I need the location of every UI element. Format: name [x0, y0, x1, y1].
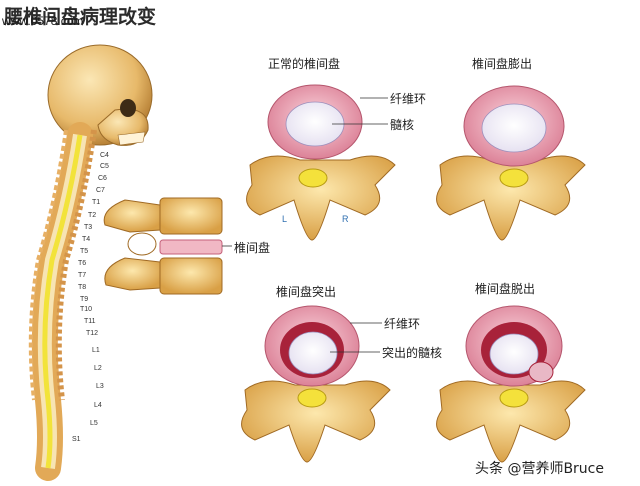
caption-normal: 正常的椎间盘: [268, 57, 341, 71]
watermark: www.0578.com: [2, 14, 84, 28]
vertebra-label: L4: [94, 402, 102, 409]
vertebra-label: C7: [96, 187, 105, 194]
side-right-marker: R: [342, 214, 349, 224]
panel-protrusion-drawing: [241, 305, 391, 463]
label-protruding-nucleus: 突出的髓核: [382, 346, 443, 360]
vertebra-label: T5: [80, 248, 89, 255]
panel-normal-drawing: [246, 84, 396, 241]
vertebra-label: T11: [84, 318, 96, 325]
vertebra-label: C5: [100, 163, 109, 170]
credit-watermark: 头条 @营养师Bruce: [475, 461, 604, 477]
vertebra-label: T4: [82, 236, 91, 243]
vertebra-label: T8: [78, 284, 87, 291]
vertebra-label: T9: [80, 296, 89, 303]
vertebra-label: S1: [72, 436, 81, 443]
vertebra-label: T3: [84, 224, 93, 231]
vertebra-label: T7: [78, 272, 87, 279]
spine-column: [28, 122, 97, 481]
page-title: 腰椎间盘病理改变: [4, 6, 157, 28]
label-disc-closeup: 椎间盘: [234, 241, 271, 255]
panel-extrusion-drawing: [436, 305, 586, 463]
vertebra-label: T2: [88, 212, 97, 219]
vertebra-label: L1: [92, 347, 100, 354]
label-annulus-protrusion: 纤维环: [384, 317, 421, 331]
vertebra-label: T10: [80, 306, 93, 313]
label-nucleus-normal: 髓核: [390, 118, 415, 132]
vertebra-label: T1: [92, 199, 101, 206]
side-left-marker: L: [282, 214, 288, 224]
caption-bulge: 椎间盘膨出: [472, 57, 533, 71]
vertebra-label: T12: [86, 330, 99, 337]
vertebra-label: L2: [94, 365, 102, 372]
caption-protrusion: 椎间盘突出: [276, 285, 337, 299]
vertebra-closeup: [103, 197, 232, 295]
label-annulus-normal: 纤维环: [390, 92, 427, 106]
panel-bulge-drawing: [436, 85, 586, 241]
vertebra-label: C6: [98, 175, 107, 182]
vertebra-label: L3: [96, 383, 104, 390]
skull-drawing: [47, 44, 153, 146]
vertebra-label: L5: [90, 420, 98, 427]
vertebra-label: C4: [100, 152, 109, 159]
caption-extrusion: 椎间盘脱出: [475, 282, 536, 296]
vertebra-label: T6: [78, 260, 87, 267]
